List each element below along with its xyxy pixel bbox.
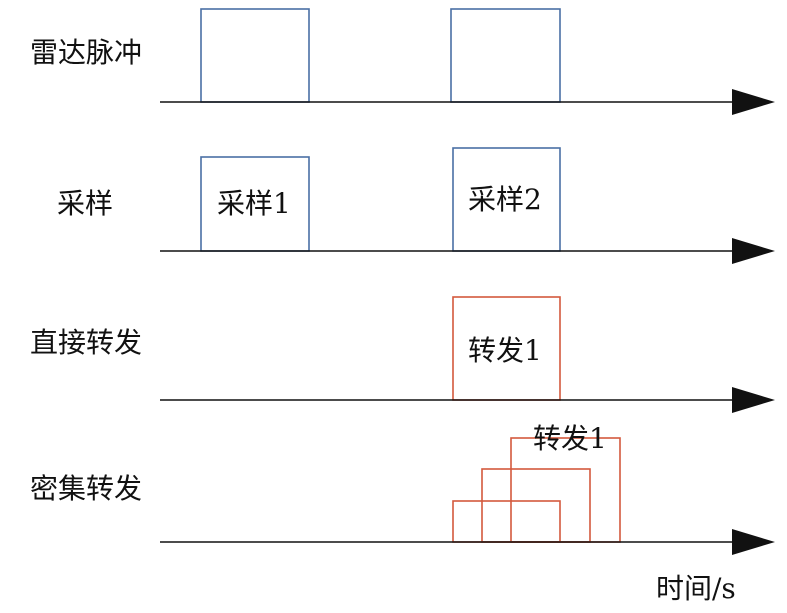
row-label-dense-forward: 密集转发 [30, 472, 142, 505]
direct-forward-pulse-1-label: 转发1 [468, 334, 542, 367]
sampling-track: 采样1 采样2 [160, 147, 775, 264]
sample-pulse-2-label: 采样2 [468, 183, 542, 216]
dense-forward-pulse-2 [481, 468, 591, 543]
direct-forward-track: 转发1 [160, 296, 775, 413]
axis-arrow-icon [732, 89, 775, 115]
row-label-direct-forward: 直接转发 [30, 326, 142, 359]
axis-arrow-icon [732, 387, 775, 413]
dense-forward-track: 转发1 [160, 422, 775, 555]
time-axis-label: 时间/s [656, 572, 736, 605]
row-label-sampling: 采样 [57, 187, 113, 220]
row-label-radar-pulse: 雷达脉冲 [30, 36, 142, 69]
axis-arrow-icon [732, 529, 775, 555]
axis-arrow-icon [732, 238, 775, 264]
dense-forward-pulse-label: 转发1 [533, 422, 607, 455]
radar-pulse-2 [450, 8, 561, 103]
radar-pulse-track [160, 8, 775, 115]
dense-forward-pulse-1 [452, 500, 561, 543]
sample-pulse-1-label: 采样1 [217, 187, 291, 220]
radar-pulse-1 [200, 8, 310, 103]
